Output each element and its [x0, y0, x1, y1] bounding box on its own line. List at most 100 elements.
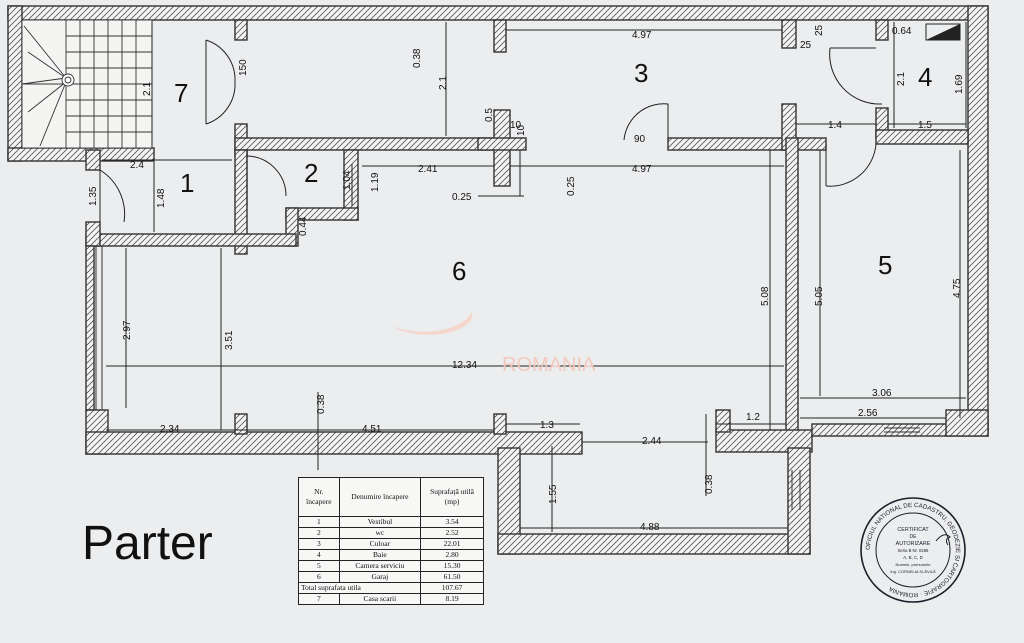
dim-15: 1.5: [918, 120, 932, 131]
doors: [95, 23, 961, 510]
legend-area: 8.19: [420, 593, 484, 605]
legend-row: 3 Culoar 22.01: [298, 538, 484, 550]
dim-064: 0.64: [892, 26, 912, 37]
legend-name: wc: [338, 527, 422, 539]
legend-area: 2.80: [420, 549, 484, 561]
dim-135: 1.35: [88, 186, 99, 206]
dim-10-a: 10: [510, 120, 522, 131]
dim-13: 1.3: [540, 420, 554, 431]
legend-header-row: Nr. încapere Denumire încapere Suprafață…: [298, 477, 484, 517]
legend-row: 1 Vestibul 3.54: [298, 516, 484, 528]
area-legend-table: Nr. încapere Denumire încapere Suprafață…: [297, 477, 484, 605]
stamp-line-3: AUTORIZARE: [896, 541, 931, 547]
legend-nr: 7: [298, 593, 340, 605]
dim-505: 5.05: [814, 286, 825, 306]
dim-306: 3.06: [872, 388, 892, 399]
stamp-line-7: Ing. CORNELIA SLĂVILĂ: [890, 569, 936, 574]
legend-header-nr: Nr. încapere: [298, 477, 340, 517]
legend-extra-row: 7 Casa scarii 8.19: [298, 593, 484, 605]
legend-area: 2.52: [420, 527, 484, 539]
dim-025-h: 0.25: [452, 192, 472, 203]
signature-mark: [935, 534, 951, 546]
room-6-label: 6: [452, 256, 466, 286]
legend-name: Garaj: [338, 571, 422, 583]
dim-14: 1.4: [828, 120, 842, 131]
dim-451: 4.51: [362, 424, 382, 435]
room-4-label: 4: [918, 62, 932, 92]
dim-244: 2.44: [642, 436, 662, 447]
legend-area: 22.01: [420, 538, 484, 550]
legend-row: 5 Camera serviciu 15.30: [298, 560, 484, 572]
legend-nr: 3: [298, 538, 340, 550]
room-3-label: 3: [634, 58, 648, 88]
staircase: [21, 19, 153, 149]
dim-119: 1.19: [370, 172, 381, 192]
dim-1234: 12.34: [452, 360, 477, 371]
dim-155: 1.55: [548, 484, 559, 504]
stamp-line-2: DE: [910, 534, 918, 540]
dim-2-1-stair: 2.1: [142, 82, 153, 96]
legend-name: Baie: [338, 549, 422, 561]
dim-256: 2.56: [858, 408, 878, 419]
room-5-label: 5: [878, 250, 892, 280]
dim-234: 2.34: [160, 424, 180, 435]
room-1-label: 1: [180, 168, 194, 198]
legend-nr: 2: [298, 527, 340, 539]
legend-name: Casa scarii: [338, 593, 422, 605]
legend-area: 3.54: [420, 516, 484, 528]
legend-name: Camera serviciu: [338, 560, 422, 572]
legend-total-value: 107.67: [420, 582, 484, 594]
dim-24: 2.4: [130, 160, 144, 171]
room-2-label: 2: [304, 158, 318, 188]
dim-148: 1.48: [156, 188, 167, 208]
watermark: ROMANIA: [392, 312, 596, 376]
dim-169: 1.69: [954, 74, 965, 94]
dim-497-mid: 4.97: [632, 164, 652, 175]
dim-05: 0.5: [484, 108, 495, 122]
legend-name: Culoar: [338, 538, 422, 550]
dim-297: 2.97: [122, 320, 133, 340]
floor-label: Parter: [82, 517, 213, 570]
legend-nr: 1: [298, 516, 340, 528]
dim-351: 3.51: [224, 330, 235, 350]
dim-150: 150: [238, 59, 249, 76]
dim-2-1-hall: 2.1: [438, 76, 449, 90]
dim-12: 1.2: [746, 412, 760, 423]
legend-header-area: Suprafață utilă (mp): [420, 477, 484, 517]
cadastre-stamp: OFICIUL NATIONAL DE CADASTRU, GEODEZIE S…: [860, 497, 966, 603]
dim-90: 90: [634, 134, 646, 145]
legend-header-name: Denumire încapere: [338, 477, 422, 517]
dim-038-top: 0.38: [412, 48, 423, 68]
dim-10-b: 10: [516, 124, 527, 136]
legend-total-label: Total suprafata utila: [297, 582, 422, 594]
dim-25-b: 25: [814, 24, 825, 36]
stamp-line-5: A, B, C, D: [903, 555, 923, 560]
room-numbers: 7 3 4 1 2 6 5: [174, 58, 932, 286]
legend-nr: 4: [298, 549, 340, 561]
legend-row: 6 Garaj 61.50: [298, 571, 484, 583]
dimension-labels: 2.1 150 0.38 2.1 4.97 25 25 0.64 2.1 1.6…: [88, 24, 965, 533]
dim-2-1-bath: 2.1: [896, 72, 907, 86]
room-7-label: 7: [174, 78, 188, 108]
legend-nr: 5: [298, 560, 340, 572]
dim-508: 5.08: [760, 286, 771, 306]
dim-025-v: 0.25: [566, 176, 577, 196]
dim-104: 1.04: [342, 170, 353, 190]
dim-038-bottom: 0.38: [316, 394, 327, 414]
dim-038-garage: 0.38: [704, 474, 715, 494]
legend-row: 4 Baie 2.80: [298, 549, 484, 561]
legend-area: 15.30: [420, 560, 484, 572]
walls: [7, 5, 989, 555]
dim-488: 4.88: [640, 522, 660, 533]
stamp-line-6: Numele, prenumele: [896, 562, 932, 567]
legend-name: Vestibul: [338, 516, 422, 528]
legend-total-row: Total suprafata utila 107.67: [297, 582, 484, 594]
stamp-line-4: Seria B Nr. 0268: [898, 548, 929, 553]
stamp-line-1: CERTIFICAT: [897, 527, 929, 533]
dim-241: 2.41: [418, 164, 438, 175]
legend-area: 61.50: [420, 571, 484, 583]
dim-044: 0.44: [298, 216, 309, 236]
dim-497-top: 4.97: [632, 30, 652, 41]
dim-25-a: 25: [800, 40, 812, 51]
